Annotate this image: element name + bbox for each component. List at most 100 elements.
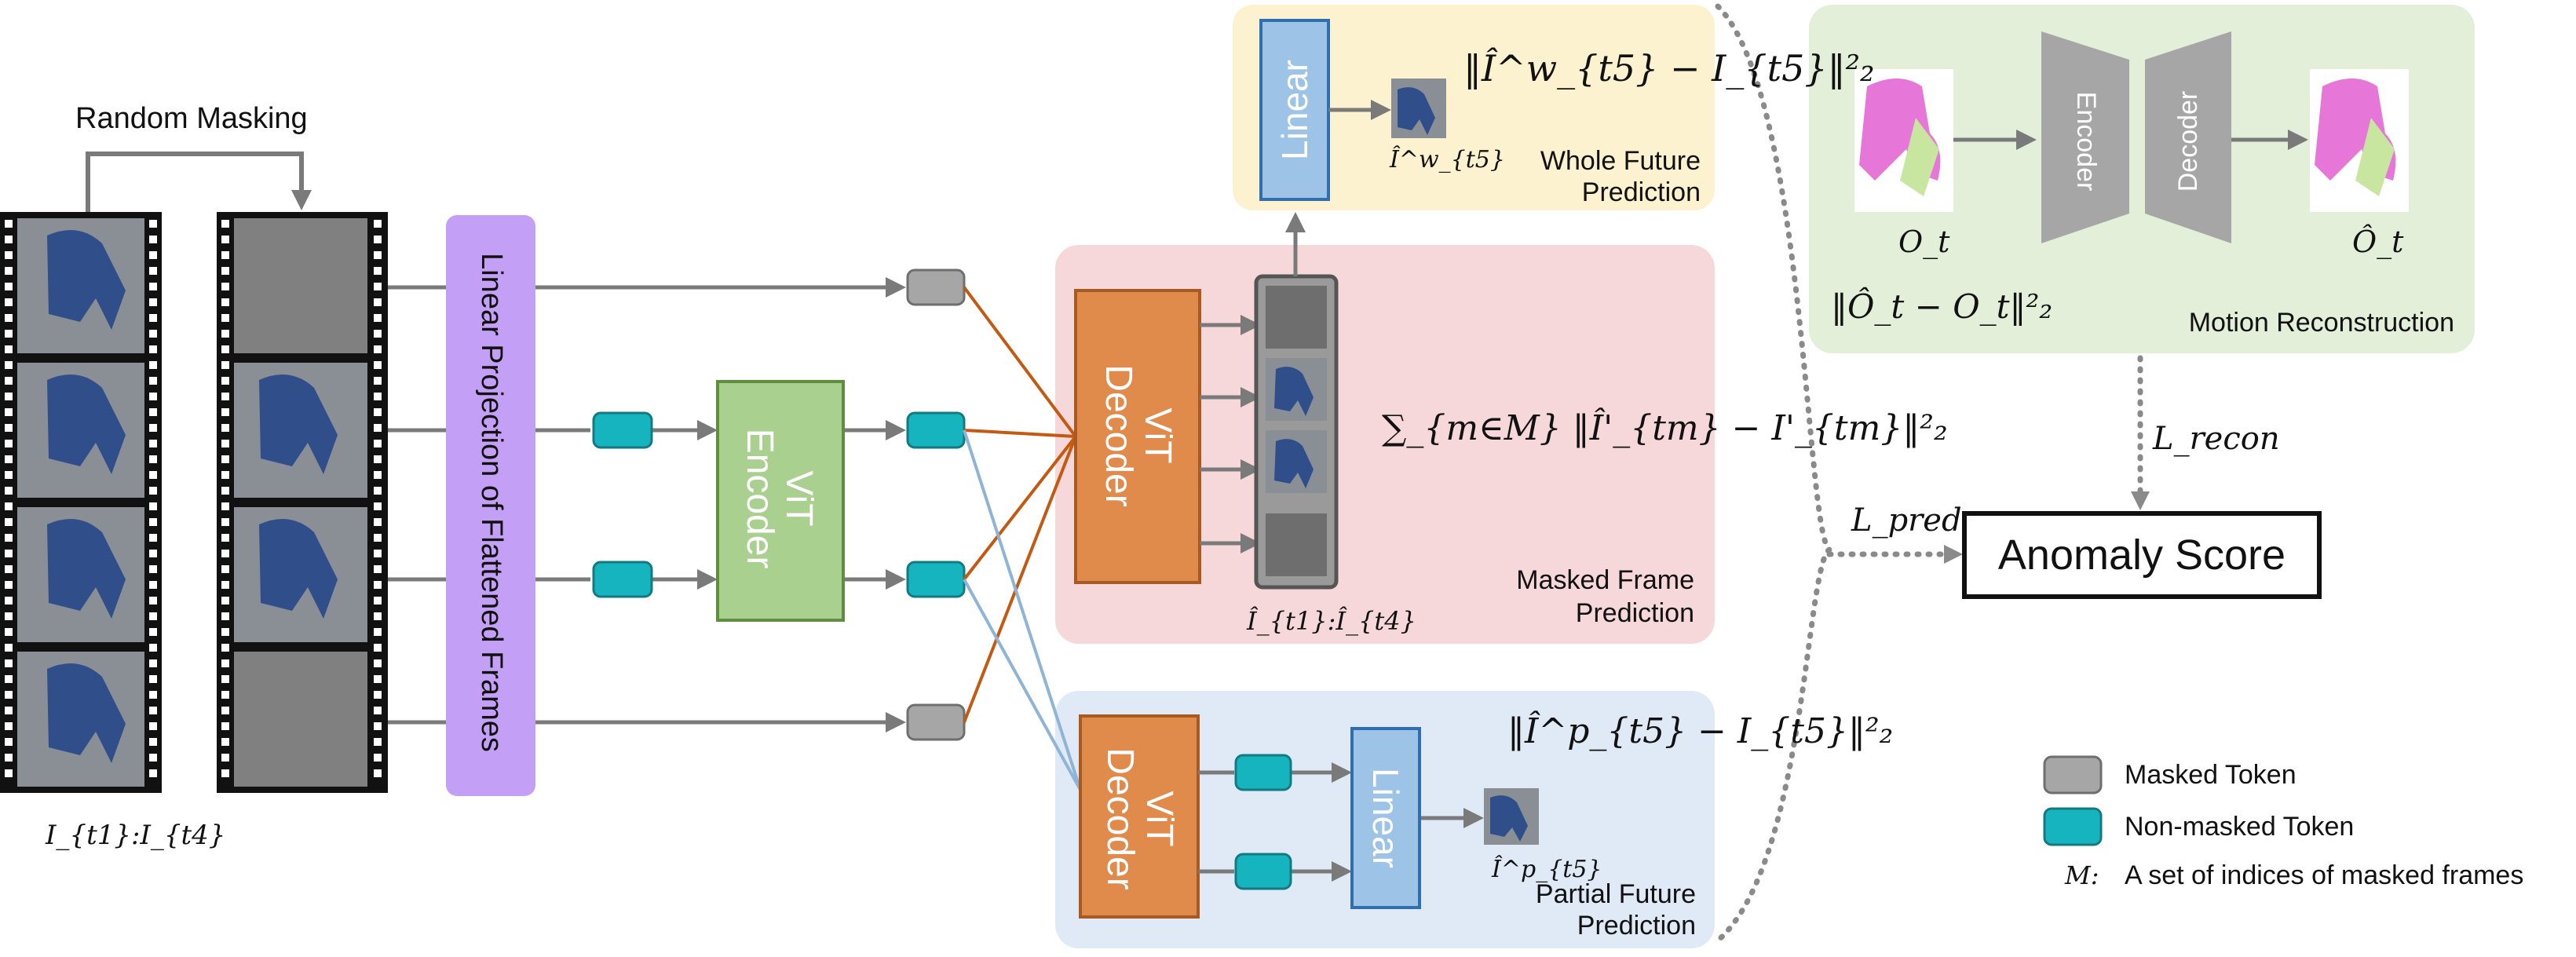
film-perforation: [221, 565, 229, 573]
film-perforation: [374, 769, 382, 777]
film-perforation: [221, 738, 229, 746]
masked-frame-title-2: Prediction: [1575, 598, 1694, 628]
film-perforation: [5, 769, 13, 777]
film-perforation: [221, 534, 229, 542]
vit-encoder-label: ViT Encoder: [739, 428, 820, 569]
film-perforation: [221, 471, 229, 479]
film-perforation: [374, 518, 382, 526]
film-perforation: [149, 361, 157, 369]
film-perforation: [374, 471, 382, 479]
film-perforation: [221, 455, 229, 463]
partial-future-title-1: Partial Future: [1535, 879, 1696, 909]
film-perforation: [221, 440, 229, 447]
linear-projection-block: [446, 215, 535, 796]
whole-future-output-label: Î^w_{t5}: [1390, 146, 1505, 174]
film-perforation: [221, 691, 229, 699]
non-masked-token-in-2: [592, 561, 653, 598]
film-perforation: [149, 691, 157, 699]
film-perforation: [149, 754, 157, 762]
partial-token-1: [1234, 754, 1292, 791]
masked-frame-4: [234, 652, 367, 787]
film-perforation: [149, 377, 157, 385]
film-perforation: [374, 251, 382, 259]
film-perforation: [374, 267, 382, 275]
film-perforation: [221, 675, 229, 683]
film-perforation: [221, 502, 229, 510]
recon-loss-label: L_recon: [2153, 421, 2280, 457]
film-perforation: [149, 550, 157, 557]
film-perforation: [374, 550, 382, 557]
film-perforation: [149, 314, 157, 322]
film-perforation: [5, 408, 13, 416]
film-perforation: [374, 377, 382, 385]
film-perforation: [374, 628, 382, 636]
film-perforation: [5, 581, 13, 589]
film-perforation: [374, 393, 382, 400]
film-perforation: [374, 283, 382, 290]
film-perforation: [221, 707, 229, 714]
film-perforation: [221, 612, 229, 620]
decoder-label: Decoder: [2173, 90, 2204, 192]
film-perforation: [374, 644, 382, 652]
film-perforation: [374, 440, 382, 447]
legend-set-description: A set of indices of masked frames: [2125, 860, 2524, 890]
film-perforation: [221, 345, 229, 353]
film-perforation: [149, 518, 157, 526]
film-perforation: [149, 644, 157, 652]
film-perforation: [149, 408, 157, 416]
linear-projection-label: Linear Projection of Flattened Frames: [474, 253, 508, 752]
film-perforation: [374, 565, 382, 573]
film-perforation: [374, 597, 382, 605]
pred-dotted-path: [1715, 3, 1835, 944]
masked-film-strip: [217, 212, 388, 793]
motion-output-label: Ô_t: [2352, 225, 2404, 259]
non-masked-token-out-1: [906, 411, 966, 449]
film-perforation: [374, 220, 382, 228]
film-perforation: [221, 251, 229, 259]
non-masked-token-in-1: [592, 411, 653, 449]
film-perforation: [221, 581, 229, 589]
film-perforation: [149, 345, 157, 353]
partial-future-loss: ‖Î^p_{t5} − I_{t5}‖²₂: [1507, 711, 1894, 751]
film-perforation: [221, 220, 229, 228]
film-perforation: [374, 722, 382, 730]
film-perforation: [221, 644, 229, 652]
masked-frame-output-label: Î_{t1}:Î_{t4}: [1247, 606, 1416, 636]
whole-future-loss: ‖Î^w_{t5} − I_{t5}‖²₂: [1463, 47, 1875, 89]
film-perforation: [5, 345, 13, 353]
predicted-frame-4: [1266, 513, 1327, 576]
film-perforation: [221, 550, 229, 557]
film-perforation: [5, 659, 13, 667]
film-perforation: [374, 502, 382, 510]
film-perforation: [5, 707, 13, 714]
film-perforation: [5, 628, 13, 636]
film-perforation: [149, 565, 157, 573]
film-perforation: [221, 377, 229, 385]
masked-frame-title-1: Masked Frame: [1516, 565, 1694, 595]
legend-non-masked-label: Non-masked Token: [2125, 812, 2355, 842]
film-perforation: [5, 440, 13, 447]
film-perforation: [374, 424, 382, 432]
film-perforation: [149, 298, 157, 306]
film-perforation: [221, 754, 229, 762]
film-perforation: [149, 236, 157, 243]
film-perforation: [5, 487, 13, 495]
film-perforation: [149, 769, 157, 777]
film-perforation: [374, 659, 382, 667]
film-perforation: [149, 502, 157, 510]
masked-token-2: [906, 703, 966, 741]
partial-future-output-label: Î^p_{t5}: [1492, 856, 1602, 883]
film-perforation: [221, 424, 229, 432]
input-frames-label: I_{t1}:I_{t4}: [46, 820, 226, 851]
film-perforation: [149, 628, 157, 636]
film-perforation: [374, 345, 382, 353]
vit-decoder-partial-label: ViT Decoder: [1099, 747, 1181, 890]
motion-input-label: O_t: [1898, 225, 1950, 259]
film-perforation: [149, 597, 157, 605]
legend-set-symbol: M:: [2065, 860, 2099, 890]
film-perforation: [221, 659, 229, 667]
film-perforation: [374, 298, 382, 306]
film-perforation: [149, 424, 157, 432]
film-perforation: [5, 565, 13, 573]
